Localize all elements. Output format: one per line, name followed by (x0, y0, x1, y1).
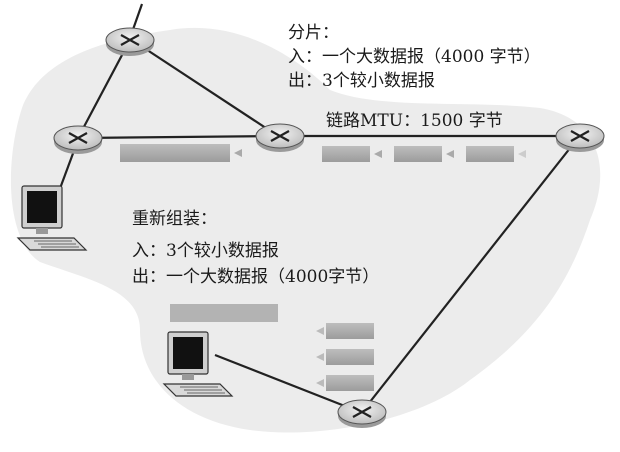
reassembly-title: 重新组装： (132, 209, 217, 229)
reassembly-out-line: 出：一个大数据报（4000字节） (132, 267, 380, 287)
router-icon (53, 125, 103, 154)
computer-icon (162, 331, 234, 397)
link-mtu-label: 链路MTU：1500 字节 (326, 111, 503, 131)
fragmentation-out-line: 出：3个较小数据报 (288, 71, 435, 91)
arriving-fragment-1 (326, 323, 374, 339)
reassembly-in-line: 入：3个较小数据报 (132, 241, 279, 261)
fragment-3 (466, 146, 514, 162)
network-links (50, 3, 579, 414)
fragmentation-title: 分片： (288, 23, 339, 43)
arriving-fragment-2 (326, 349, 374, 365)
computer-icon (16, 185, 88, 251)
reassembled-datagram (170, 304, 278, 322)
reassembly-datagrams (170, 304, 374, 391)
router-icon (105, 27, 155, 56)
link-bottom-host (214, 353, 361, 414)
fragment-1 (322, 146, 370, 162)
network-cloud-background (10, 27, 601, 433)
large-datagram (120, 144, 242, 162)
router-icon (255, 123, 305, 152)
fragment-datagrams (322, 146, 526, 162)
fragment-2 (394, 146, 442, 162)
link-left-center (79, 134, 279, 140)
fragmentation-in-line: 入：一个大数据报（4000 字节） (288, 47, 541, 67)
router-icon (555, 123, 605, 152)
link-top-center (131, 39, 279, 137)
link-right-bottom (361, 137, 579, 413)
router-icon (337, 399, 387, 428)
link-top-left (77, 39, 131, 139)
arriving-fragment-3 (326, 375, 374, 391)
